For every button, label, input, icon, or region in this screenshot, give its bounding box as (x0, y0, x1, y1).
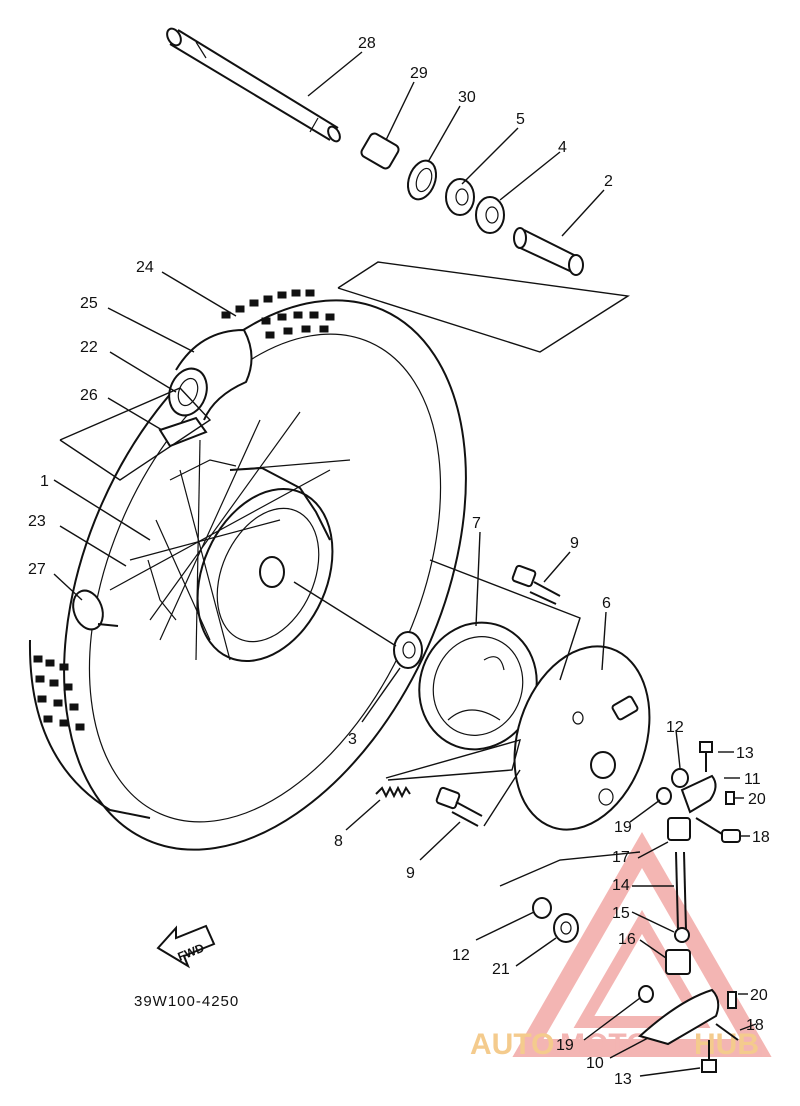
bearing-3-part (393, 631, 423, 669)
watermark-text-hub: HUB (694, 1028, 759, 1061)
cam-shaft-bottom-part (435, 786, 483, 827)
pin-20a-part (725, 791, 735, 805)
callout-20-top: 20 (748, 791, 766, 808)
callout-11: 11 (744, 771, 761, 788)
callout-19-bottom: 19 (556, 1037, 574, 1054)
bolt-13a-part (699, 741, 713, 772)
callout-8: 8 (334, 833, 343, 850)
callout-1: 1 (40, 473, 49, 490)
tire-part (28, 289, 467, 851)
callout-13-top: 13 (736, 745, 754, 762)
watermark-logo: AUTO MOTO HUB (470, 831, 772, 1061)
callout-14: 14 (612, 877, 630, 894)
cam-shaft-top-part (511, 564, 561, 605)
bolt-18b-part (715, 1023, 739, 1041)
bearing-4-part (475, 196, 505, 234)
callout-18-bottom: 18 (746, 1017, 764, 1034)
spacer-part (513, 227, 584, 276)
joint-17-part (667, 817, 691, 841)
callout-30: 30 (458, 89, 476, 106)
joint-16-part (665, 949, 691, 975)
diagram-code: 39W100-4250 (134, 993, 239, 1010)
callout-21: 21 (492, 961, 510, 978)
callout-19-top: 19 (614, 819, 632, 836)
spokes-part (109, 411, 351, 661)
spring-part (375, 785, 411, 799)
callout-20-bottom: 20 (750, 987, 768, 1004)
callout-29: 29 (410, 65, 428, 82)
callout-24: 24 (136, 259, 154, 276)
callout-22: 22 (80, 339, 98, 356)
axle-part (166, 27, 341, 143)
callout-26: 26 (80, 387, 98, 404)
callout-16: 16 (618, 931, 636, 948)
reference-lines (59, 261, 641, 887)
lever-11-part (680, 774, 717, 814)
fwd-arrow-icon: FWD (156, 924, 216, 969)
valve-part (72, 589, 119, 631)
callout-5: 5 (516, 111, 525, 128)
pin-20b-part (727, 991, 737, 1009)
callout-labels: 28 29 30 5 4 2 24 25 22 26 1 23 27 7 9 6… (28, 35, 770, 1088)
washer-19a-part (656, 787, 672, 805)
callout-13-bottom: 13 (614, 1071, 632, 1088)
rod-14-part (675, 851, 687, 931)
washer-19b-part (638, 985, 654, 1003)
callout-12-top: 12 (666, 719, 684, 736)
washer-12b-part (532, 897, 552, 919)
callout-10: 10 (586, 1055, 604, 1072)
callout-27: 27 (28, 561, 46, 578)
rim-band-part (158, 416, 208, 448)
callout-25: 25 (80, 295, 98, 312)
callout-7: 7 (472, 515, 481, 532)
callout-4: 4 (558, 139, 567, 156)
callout-18-top: 18 (752, 829, 770, 846)
bolt-18a-part (695, 817, 741, 843)
oil-seal-part (406, 159, 438, 201)
callout-9-top: 9 (570, 535, 579, 552)
collar-part (360, 132, 400, 170)
callout-2: 2 (604, 173, 613, 190)
watermark-text-auto: AUTO (470, 1028, 554, 1061)
spring-21-part (553, 913, 579, 943)
callout-6: 6 (602, 595, 611, 612)
bearing-5-part (445, 178, 475, 216)
callout-3: 3 (348, 731, 357, 748)
callout-9-bottom: 9 (406, 865, 415, 882)
washer-12a-part (671, 768, 689, 788)
bolt-13b-part (701, 1040, 717, 1073)
brake-plate-part (513, 645, 651, 831)
lever-10-part (637, 988, 720, 1046)
callout-12-bottom: 12 (452, 947, 470, 964)
leader-lines (53, 51, 757, 1077)
nut-15-part (674, 927, 690, 943)
callout-23: 23 (28, 513, 46, 530)
callout-17: 17 (612, 849, 630, 866)
tube-part (168, 328, 253, 421)
callout-28: 28 (358, 35, 376, 52)
callout-15: 15 (612, 905, 630, 922)
